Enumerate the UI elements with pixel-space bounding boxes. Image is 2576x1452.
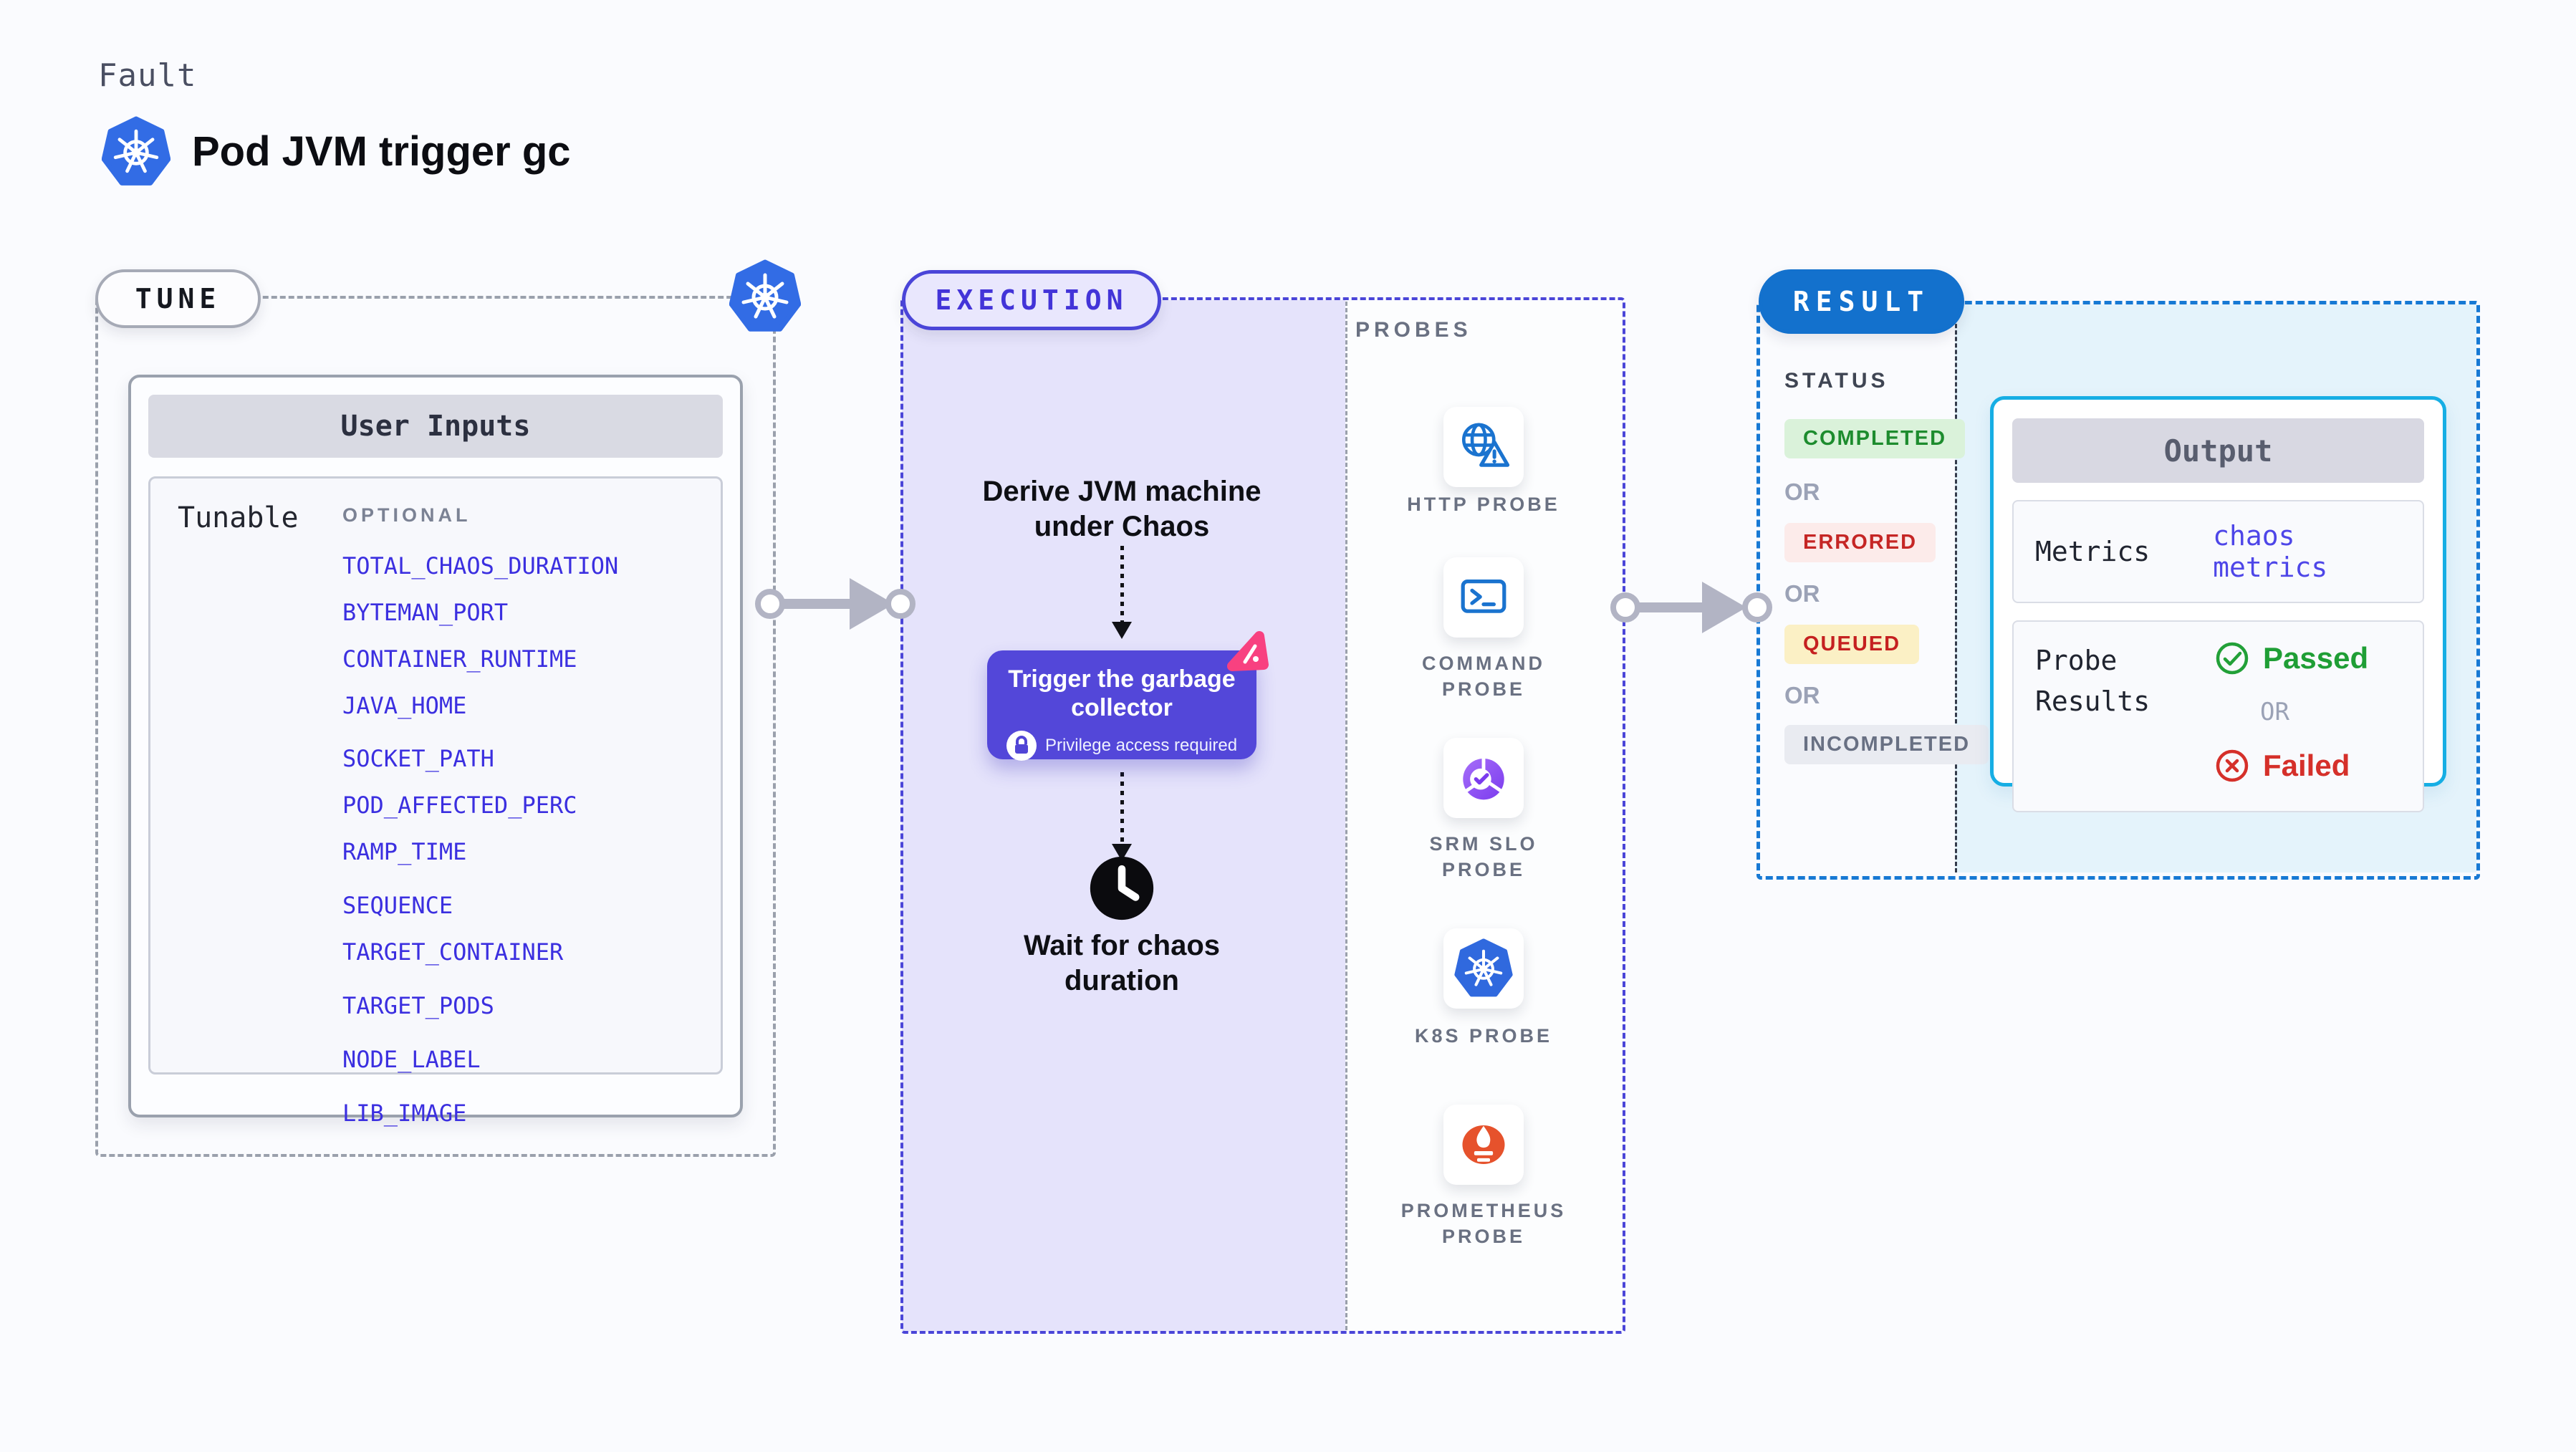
dotted-arrowhead — [1112, 622, 1132, 639]
tunables-panel: Tunable OPTIONAL TOTAL_CHAOS_DURATION BY… — [148, 476, 723, 1127]
metrics-label: Metrics — [2035, 536, 2150, 567]
status-badge-errored: ERRORED — [1784, 523, 1936, 562]
output-card: Output Metrics chaos metrics Probe Resul… — [1990, 396, 2446, 812]
kubernetes-icon — [1454, 938, 1513, 997]
execution-step-wait: Wait for chaos duration — [1007, 928, 1236, 999]
or-label: OR — [2260, 698, 2289, 726]
probe-label: PROMETHEUS PROBE — [1400, 1200, 1567, 1248]
or-label: OR — [1784, 682, 1820, 708]
trigger-title-line1: Trigger the garbage — [1008, 665, 1236, 693]
failed-label: Failed — [2263, 749, 2350, 782]
execution-to-result-arrow — [1638, 602, 1706, 612]
tunable-link[interactable]: LIB_IMAGE — [342, 1100, 467, 1127]
globe-alert-icon — [1461, 423, 1510, 467]
probe-label: SRM SLO PROBE — [1429, 833, 1538, 881]
tunable-row-label: Tunable — [178, 501, 299, 534]
output-title: Output — [2012, 418, 2424, 483]
srm-slo-probe-card[interactable] — [1443, 738, 1524, 818]
tune-to-execution-arrow — [781, 599, 854, 609]
tune-zone — [95, 296, 776, 1157]
kubernetes-logo-icon — [101, 116, 171, 188]
status-title: STATUS — [1784, 369, 1889, 393]
execution-pill[interactable]: EXECUTION — [902, 270, 1161, 330]
tunable-link[interactable]: SOCKET_PATH — [342, 745, 494, 772]
or-label: OR — [1784, 580, 1820, 607]
connector-dot — [1742, 592, 1772, 622]
metrics-row: Metrics chaos metrics — [2012, 500, 2424, 603]
tunable-link[interactable]: CONTAINER_RUNTIME — [342, 645, 577, 673]
passed-label: Passed — [2263, 641, 2369, 675]
tune-pill[interactable]: TUNE — [95, 269, 261, 328]
probe-label: HTTP PROBE — [1407, 494, 1560, 515]
command-probe-card[interactable] — [1443, 557, 1524, 638]
trigger-title-line2: collector — [1071, 694, 1173, 722]
status-badge-incompleted: INCOMPLETED — [1784, 725, 1989, 764]
probe-results-row: Probe Results Passed OR Failed — [2012, 620, 2424, 812]
tunable-link[interactable]: TARGET_PODS — [342, 992, 494, 1019]
probe-results-label: Probe Results — [2035, 645, 2150, 717]
wait-line1: Wait for chaos — [1023, 930, 1221, 961]
probe-label: COMMAND PROBE — [1422, 653, 1545, 701]
tunable-link[interactable]: RAMP_TIME — [342, 838, 467, 865]
kubernetes-corner-icon — [729, 259, 802, 334]
lock-icon — [1006, 731, 1037, 761]
chaos-cursor-icon — [1224, 629, 1271, 676]
failed-x-icon — [2216, 749, 2249, 782]
probes-title: PROBES — [1355, 318, 1472, 342]
wait-line2: duration — [1064, 964, 1179, 996]
slo-gauge-icon — [1463, 755, 1504, 800]
tunable-link[interactable]: TOTAL_CHAOS_DURATION — [342, 552, 619, 580]
metrics-value[interactable]: chaos metrics — [2213, 520, 2328, 583]
fault-kicker: Fault — [98, 57, 197, 94]
probe-label: K8S PROBE — [1414, 1025, 1553, 1047]
result-zone — [1756, 301, 2480, 880]
or-label: OR — [1784, 479, 1820, 505]
tunable-link[interactable]: POD_AFFECTED_PERC — [342, 792, 577, 819]
dotted-arrow — [1120, 772, 1124, 845]
prometheus-probe-card[interactable] — [1443, 1105, 1524, 1185]
execution-to-result-arrowhead — [1702, 582, 1746, 633]
execution-zone — [900, 297, 1625, 1334]
execution-step-derive: Derive JVM machine under Chaos — [979, 474, 1265, 544]
connector-dot — [755, 589, 785, 619]
tunable-link[interactable]: SEQUENCE — [342, 892, 453, 919]
status-badge-queued: QUEUED — [1784, 625, 1920, 664]
terminal-icon — [1461, 580, 1506, 613]
tunable-link[interactable]: BYTEMAN_PORT — [342, 599, 509, 626]
status-badge-completed: COMPLETED — [1784, 419, 1966, 458]
connector-dot — [1610, 592, 1640, 622]
user-inputs-card: User Inputs Tunable OPTIONAL TOTAL_CHAOS… — [128, 375, 743, 1127]
tunable-link[interactable]: JAVA_HOME — [342, 692, 467, 719]
derive-line2: under Chaos — [1034, 510, 1210, 542]
connector-dot — [885, 589, 915, 619]
derive-line1: Derive JVM machine — [982, 476, 1261, 507]
http-probe-card[interactable] — [1443, 407, 1524, 487]
page-title: Pod JVM trigger gc — [192, 128, 571, 175]
optional-column-label: OPTIONAL — [342, 504, 471, 526]
prometheus-icon — [1462, 1125, 1505, 1165]
user-inputs-title: User Inputs — [148, 395, 723, 458]
trigger-gc-button[interactable]: Trigger the garbage collector Privilege … — [987, 650, 1256, 761]
clock-icon — [1087, 854, 1156, 926]
privilege-note: Privilege access required — [1044, 736, 1238, 756]
result-pill[interactable]: RESULT — [1759, 269, 1964, 334]
tunable-link[interactable]: TARGET_CONTAINER — [342, 938, 564, 966]
k8s-probe-card[interactable] — [1443, 928, 1524, 1009]
dotted-arrow — [1120, 546, 1124, 623]
tunable-link[interactable]: NODE_LABEL — [342, 1046, 481, 1073]
passed-check-icon — [2216, 642, 2249, 675]
